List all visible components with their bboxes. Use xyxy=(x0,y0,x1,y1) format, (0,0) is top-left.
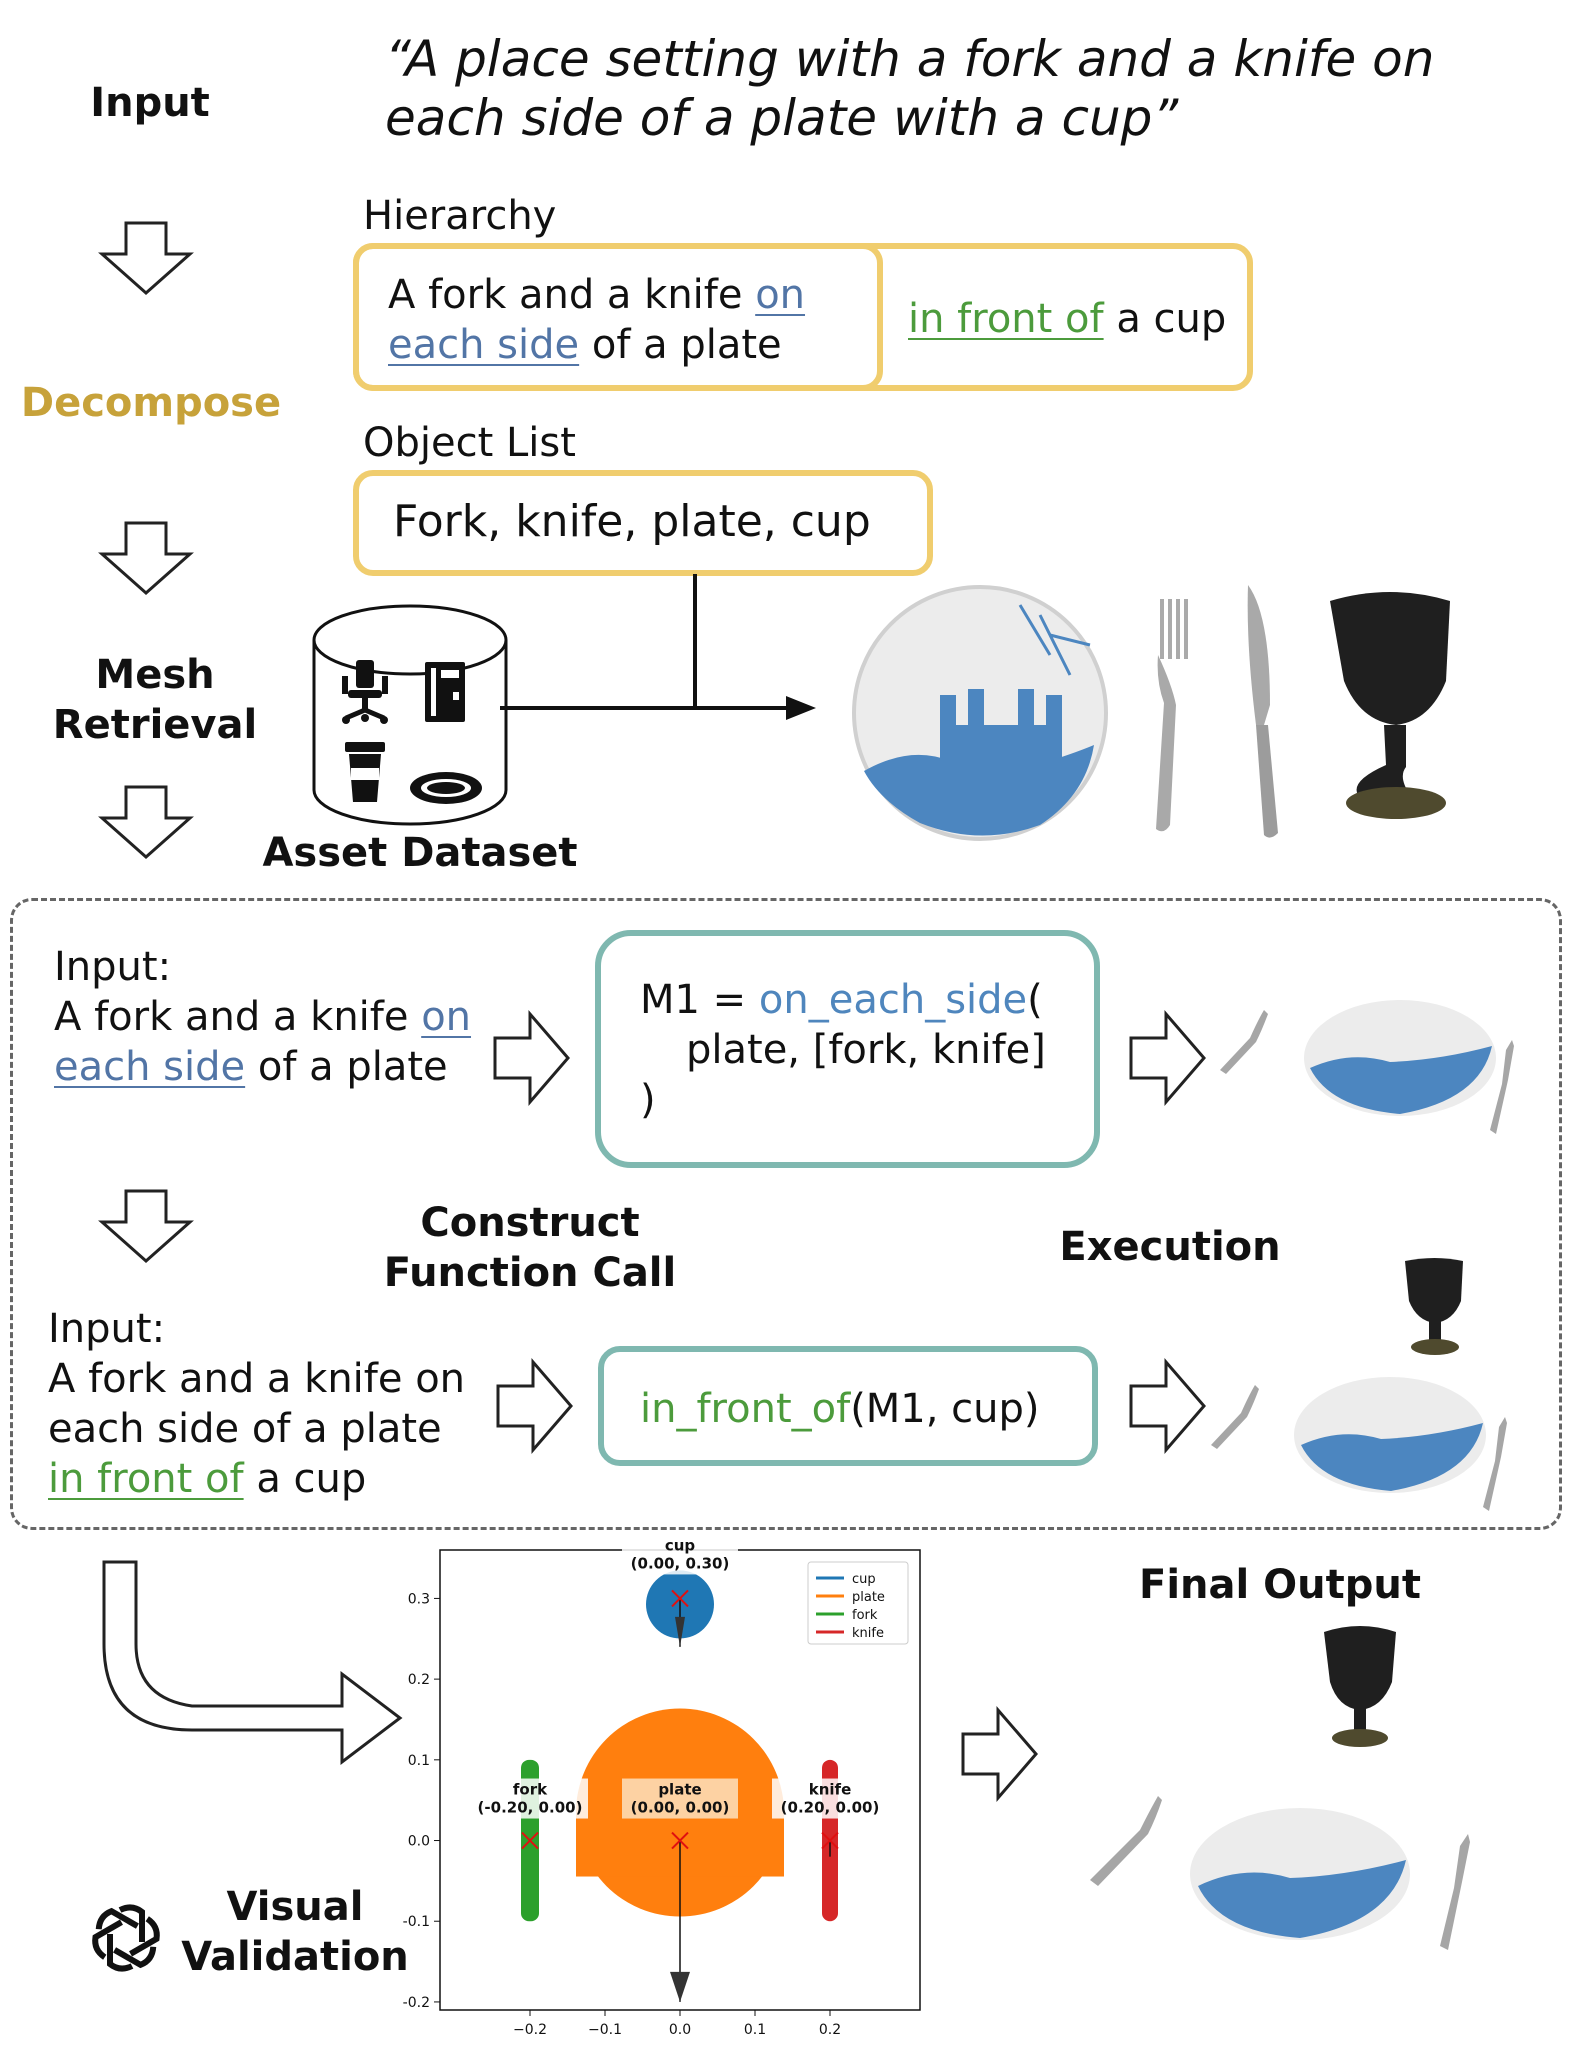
right-arrow-icon xyxy=(1129,1009,1206,1107)
curved-arrow-icon xyxy=(102,1560,403,1766)
visual-validation-label: Visual Validation xyxy=(181,1884,409,1980)
fork-mesh xyxy=(1156,599,1188,832)
legend-label-fork: fork xyxy=(852,1608,878,1623)
plate-label-line: plate xyxy=(658,1781,701,1799)
function-name: on_each_side xyxy=(758,977,1028,1023)
openai-logo-icon xyxy=(92,1904,160,1972)
step1-input: Input: A fork and a knife on each side o… xyxy=(54,944,472,1090)
fork-label-line: (-0.20, 0.00) xyxy=(478,1799,583,1817)
y-tick-label: -0.2 xyxy=(403,1995,430,2011)
down-arrow-icon xyxy=(98,785,194,860)
cup-mesh xyxy=(1330,592,1450,819)
cup-direction-head xyxy=(675,1616,685,1647)
construct-function-call-label: Construct Function Call xyxy=(383,1200,677,1296)
retrieved-meshes xyxy=(852,585,1450,841)
y-tick-label: -0.1 xyxy=(403,1914,430,1930)
execution-result-2 xyxy=(1211,1258,1507,1511)
relation-on-each-side: on each side xyxy=(54,994,472,1090)
knife-label-line: knife xyxy=(809,1781,852,1799)
plate-label-box xyxy=(622,1778,738,1819)
execution-result-1 xyxy=(1220,1000,1514,1134)
legend-label-plate: plate xyxy=(852,1590,885,1605)
relation-in-front-of: in front of xyxy=(908,296,1104,342)
right-arrow-icon xyxy=(1129,1357,1206,1455)
function-call-box-1 xyxy=(595,930,1100,1168)
coffee-cup-icon xyxy=(345,742,385,802)
fork-center-marker xyxy=(521,1831,539,1850)
plate-icon xyxy=(410,772,482,804)
object-list-title: Object List xyxy=(363,420,576,466)
y-tick-label: 0.0 xyxy=(408,1834,430,1850)
function-name: in_front_of xyxy=(640,1386,851,1432)
cup-label-box xyxy=(622,1534,738,1575)
hierarchy-inner-box xyxy=(353,243,883,391)
knife-label-line: (0.20, 0.00) xyxy=(781,1799,880,1817)
function-call-box-2 xyxy=(598,1346,1098,1466)
x-tick-label: −0.2 xyxy=(513,2022,547,2038)
asset-dataset-cylinder xyxy=(312,604,508,826)
right-arrow-icon xyxy=(493,1009,570,1107)
fork-label-box xyxy=(472,1778,588,1819)
legend-label-knife: knife xyxy=(852,1626,884,1641)
step2-input: Input: A fork and a knife on each side o… xyxy=(48,1306,466,1502)
knife-mesh xyxy=(1247,585,1278,838)
down-arrow-icon xyxy=(98,221,194,296)
cup-center-marker xyxy=(671,1589,689,1608)
x-tick-label: 0.2 xyxy=(819,2022,841,2038)
function-call-code-1: M1 = on_each_side( plate, [fork, knife] … xyxy=(640,977,1046,1123)
construct-region xyxy=(10,898,1562,1530)
hierarchy-title: Hierarchy xyxy=(363,193,557,239)
y-tick-label: 0.2 xyxy=(408,1672,430,1688)
final-output-scene xyxy=(1090,1626,1470,1950)
execution-label: Execution xyxy=(1059,1224,1281,1270)
cup-label-line: (0.00, 0.30) xyxy=(631,1554,730,1572)
decompose-step-label: Decompose xyxy=(20,380,282,426)
x-tick-label: 0.0 xyxy=(669,2022,691,2038)
y-tick-label: 0.3 xyxy=(408,1591,430,1607)
x-tick-label: −0.1 xyxy=(588,2022,622,2038)
cup-mesh xyxy=(1324,1626,1396,1747)
input-step-label: Input xyxy=(90,80,210,126)
y-tick-label: 0.1 xyxy=(408,1753,430,1769)
function-call-code-2: in_front_of(M1, cup) xyxy=(640,1386,1040,1432)
object-list-text: Fork, knife, plate, cup xyxy=(393,496,871,547)
input-prompt: “A place setting with a fork and a knife… xyxy=(385,30,1435,147)
relation-on-each-side: on each side xyxy=(388,272,806,368)
fork-label-line: fork xyxy=(513,1781,548,1799)
asset-dataset-label: Asset Dataset xyxy=(262,830,578,876)
plate-mesh xyxy=(852,585,1108,841)
final-output-label: Final Output xyxy=(1139,1562,1421,1608)
relation-in-front-of: in front of xyxy=(48,1456,244,1502)
knife-label-box xyxy=(772,1778,888,1819)
x-tick-label: 0.1 xyxy=(744,2022,766,2038)
legend-box xyxy=(807,1561,909,1645)
bookshelf-icon xyxy=(425,662,465,722)
cup-mesh xyxy=(1405,1258,1463,1355)
validation-chart: cup(0.00, 0.30)plate(0.00, 0.00)fork(-0.… xyxy=(403,1534,921,2038)
cup-label-line: cup xyxy=(665,1536,696,1554)
right-arrow-icon xyxy=(961,1705,1038,1803)
plate-direction-head xyxy=(670,1971,690,2002)
retrieval-connector xyxy=(500,574,816,720)
object-list-box xyxy=(353,470,933,576)
knife-center-marker xyxy=(821,1831,839,1850)
mesh-retrieval-step-label: Mesh Retrieval xyxy=(52,652,258,748)
legend-label-cup: cup xyxy=(852,1572,876,1587)
plate-center-marker xyxy=(671,1831,689,1850)
right-arrow-icon xyxy=(496,1357,573,1455)
office-chair-icon xyxy=(342,660,388,724)
down-arrow-icon xyxy=(98,521,194,596)
down-arrow-icon xyxy=(98,1189,194,1264)
hierarchy-right-text: in front of a cup xyxy=(908,296,1227,342)
plate-label-line: (0.00, 0.00) xyxy=(631,1799,730,1817)
hierarchy-left-text: A fork and a knife on each side of a pla… xyxy=(388,272,806,368)
